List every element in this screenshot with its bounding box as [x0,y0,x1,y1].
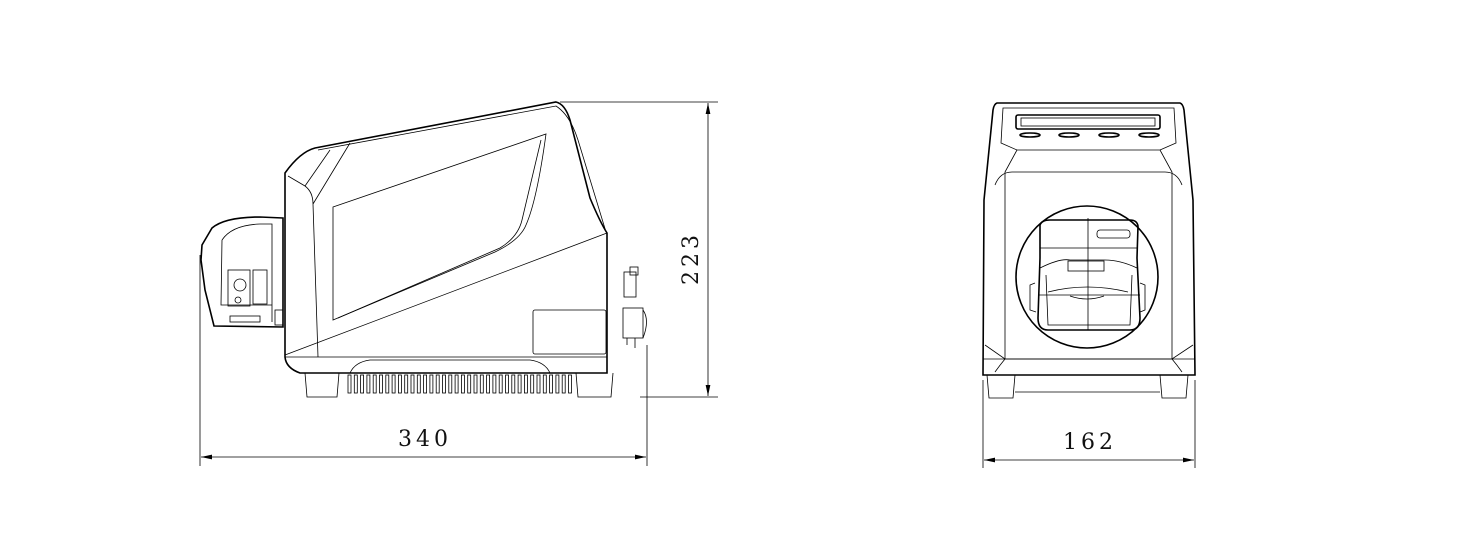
vent-fin [454,374,459,394]
side-bottom-recess [349,359,551,374]
vent-fin [429,374,434,394]
front-foot-left [986,374,1016,399]
vent-fin [479,374,484,394]
vent-fin [536,374,541,394]
side-connectors [622,266,647,348]
front-dimensions: 162 [982,380,1196,468]
front-pump-ring [1015,205,1159,349]
vent-fin [404,374,409,394]
vent-fin [391,374,396,394]
front-foot-right [1159,374,1189,399]
vent-fin [542,374,547,394]
vent-fin [435,374,440,394]
vent-fin [416,374,421,394]
height-dimension-label: 223 [679,231,704,285]
side-window-inner [337,139,542,319]
vent-fin [372,374,377,394]
vent-fin [353,374,358,394]
vent-fin [517,374,522,394]
length-dimension-label: 340 [398,427,452,452]
front-view [982,102,1196,399]
side-window [332,133,547,321]
vent-fin [473,374,478,394]
vent-fin [460,374,465,394]
vent-fin [379,374,383,394]
vent-fin [498,374,503,394]
vent-fin [555,374,560,394]
side-diagonal-line [284,232,608,356]
vent-fin [448,374,453,394]
side-vent-fins [347,374,572,394]
front-display [1015,114,1161,130]
vent-fin [442,374,446,394]
front-housing-outline [982,102,1196,376]
vent-fin [561,374,566,394]
vent-fin [397,374,402,394]
side-dimensions: 340 223 [199,101,718,466]
side-pump-head [200,216,284,328]
vent-fin [467,374,472,394]
vent-fin [360,374,365,394]
side-top-edge [317,105,607,233]
vent-fin [410,374,415,394]
side-foot-right [575,372,614,398]
vent-fin [511,374,516,394]
vent-fin [530,374,535,394]
front-pump-head [1029,218,1146,331]
vent-fin [492,374,497,394]
vent-fin [568,374,572,394]
vent-fin [385,374,390,394]
vent-fin [549,374,553,394]
vent-fin [423,374,428,394]
side-housing-outline [284,101,608,374]
side-housing-bevel [287,142,351,358]
side-view [200,101,647,398]
front-buttons [1019,132,1160,138]
width-dimension-label: 162 [1063,430,1117,455]
vent-fin [486,374,491,394]
vent-fin [505,374,509,394]
side-label-plate [532,309,607,355]
side-foot-left [304,372,340,398]
vent-fin [366,374,371,394]
vent-fin [524,374,528,394]
vent-fin [347,374,352,394]
